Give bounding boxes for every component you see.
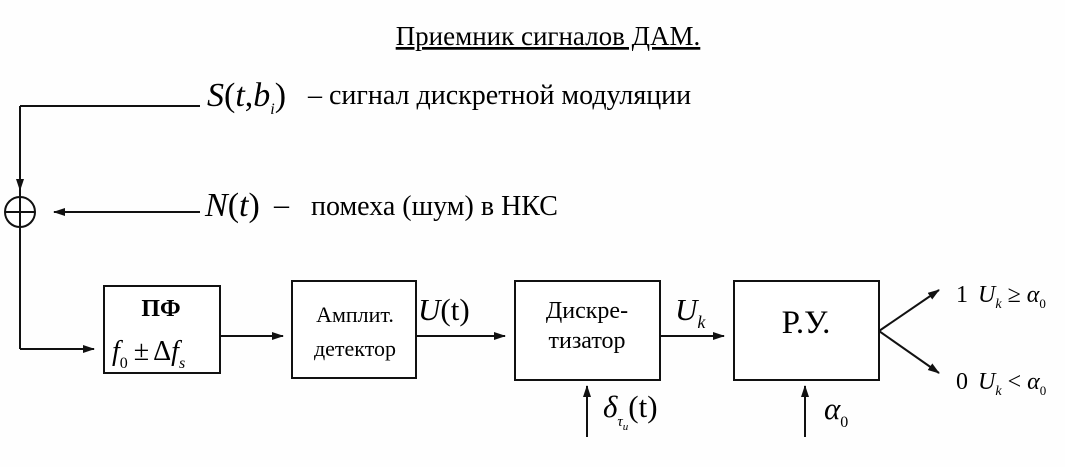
output-one-arrow — [878, 289, 940, 332]
decision-device-block: Р.У. — [733, 280, 880, 381]
decision-device-label: Р.У. — [782, 305, 831, 341]
signal-description: – сигнал дискретной модуляции — [307, 80, 691, 111]
signal-input-line — [19, 105, 200, 198]
bandpass-filter-block: ПФ f0±Δfs — [103, 285, 221, 374]
summation-node — [4, 116, 95, 353]
amplitude-detector-bottom: детектор — [314, 336, 396, 361]
bandpass-filter-formula: f0±Δfs — [112, 336, 185, 372]
signal-s-label: S(t,bi) — [207, 77, 286, 118]
diagram-title: Приемник сигналов ДАМ. — [396, 21, 701, 51]
alpha-input-label: α0 — [824, 391, 848, 431]
uk-signal-label: Uk — [675, 292, 706, 332]
noise-description: помеха (шум) в НКС — [311, 191, 558, 222]
discretizer-bottom: тизатор — [548, 328, 625, 354]
output-zero-arrow — [878, 330, 940, 374]
discretizer-top: Дискре- — [546, 298, 628, 324]
noise-dash: – — [273, 188, 290, 221]
delta-signal-label: δτи(t) — [603, 389, 658, 433]
amplitude-detector-top: Амплит. — [316, 302, 394, 327]
amplitude-detector-block: Амплит. детектор — [291, 280, 417, 379]
u-t-signal-label: U(t) — [418, 292, 470, 327]
bandpass-filter-title: ПФ — [141, 296, 180, 322]
discretizer-block: Дискре- тизатор — [514, 280, 661, 381]
noise-symbol: N(t) — [204, 187, 260, 224]
